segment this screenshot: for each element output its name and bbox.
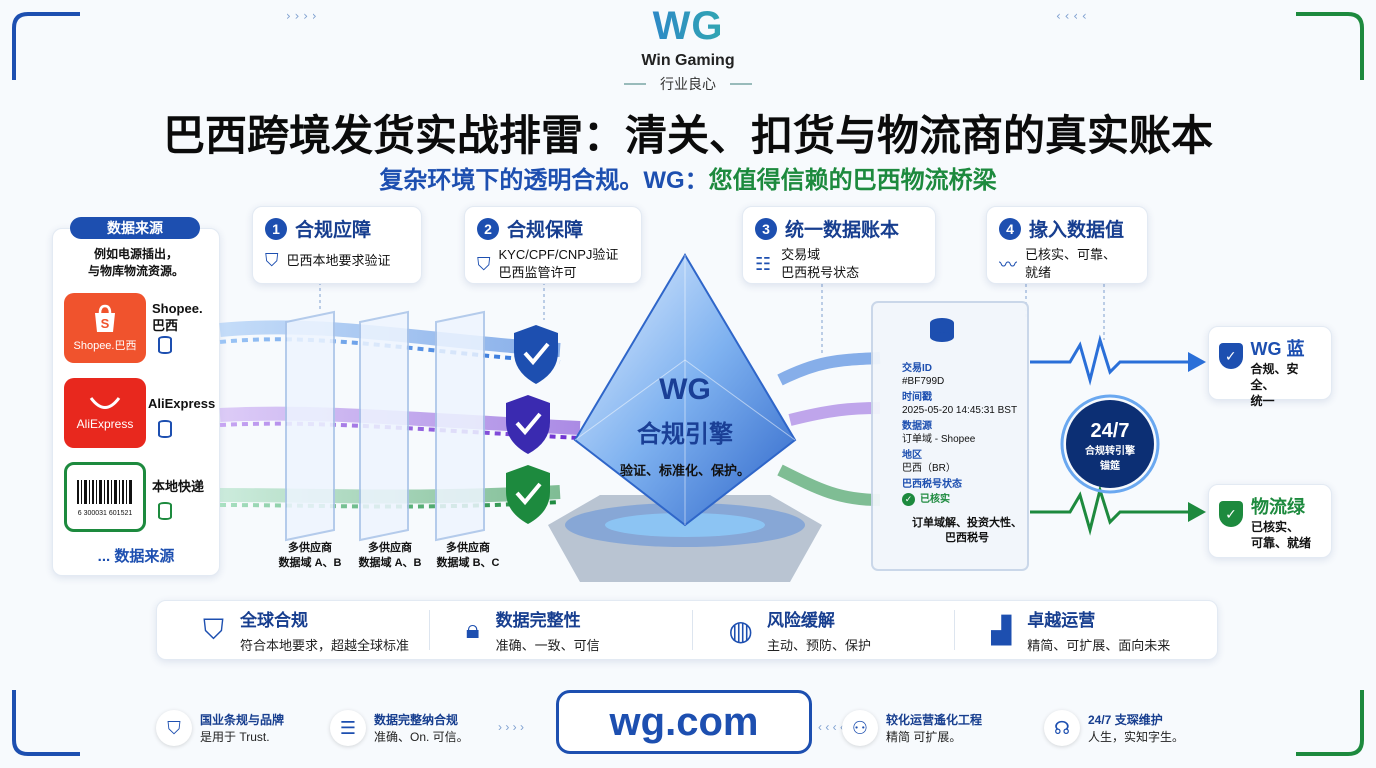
ledger-card: 交易ID #BF799D 时间戳 2025-05-20 14:45:31 BST… bbox=[902, 362, 1032, 546]
panel-label-1: 多供应商 数据域 A、B bbox=[278, 542, 342, 569]
network-icon: ⚇ bbox=[842, 710, 878, 746]
panel-label-3: 多供应商 数据域 B、C bbox=[436, 542, 500, 569]
ledger-footer: 订单域解、投资大性、 巴西税号 bbox=[912, 517, 1022, 544]
feature-data-integrity[interactable]: 🔒︎ 数据完整性准确、一致、可信 bbox=[430, 610, 693, 653]
lock-icon: 🔒︎ bbox=[465, 614, 480, 644]
sources-header: 数据来源 bbox=[70, 217, 200, 239]
svg-text:‹ ‹ ‹ ‹: ‹ ‹ ‹ ‹ bbox=[1056, 9, 1087, 23]
footer-item-integrity[interactable]: ☰ 数据完整纳合规准确、On. 可信。 bbox=[330, 710, 469, 746]
features-bar: ⛉ 全球合规符合本地要求，超越全球标准 🔒︎ 数据完整性准确、一致、可信 ◍ 风… bbox=[156, 600, 1218, 660]
ledger-field-key: 巴西税号状态 bbox=[902, 479, 962, 490]
page-subtitle: 复杂环境下的透明合规。WG：您值得信赖的巴西物流桥梁 bbox=[379, 167, 997, 194]
brand-block: WG Win Gaming 行业良心 bbox=[588, 6, 788, 94]
engine-logo: WG bbox=[659, 373, 711, 406]
ledger-status: 已核实 bbox=[920, 494, 950, 505]
engine-name: 合规引擎 bbox=[637, 421, 733, 448]
pulse-icon: 〰 bbox=[999, 255, 1017, 275]
shield-check-icon: ⛉ bbox=[203, 613, 225, 645]
footer-item-support[interactable]: ☊ 24/7 支琛维护人生，实知字生。 bbox=[1044, 710, 1184, 746]
brand-name: Win Gaming bbox=[641, 52, 735, 69]
chevrons-icon: ‹ ‹ ‹ ‹ bbox=[818, 720, 844, 734]
local-express-label: 本地快递 bbox=[152, 479, 205, 494]
database-icon bbox=[158, 420, 172, 438]
footer-item-operations[interactable]: ⚇ 较化运营遙化工程精简 可扩展。 bbox=[842, 710, 982, 746]
feature-risk-mitigation[interactable]: ◍ 风险缓解主动、预防、保护 bbox=[693, 610, 956, 653]
ledger-icon: ☷ bbox=[755, 253, 772, 274]
feature-global-compliance[interactable]: ⛉ 全球合规符合本地要求，超越全球标准 bbox=[157, 610, 430, 653]
ledger-field-key: 地区 bbox=[902, 450, 922, 461]
svg-text:› › › ›: › › › › bbox=[286, 9, 317, 23]
footer-item-trust[interactable]: ⛉ 国业条规与品牌是用于 Trust. bbox=[156, 710, 284, 746]
headset-icon: ☊ bbox=[1044, 710, 1080, 746]
feature-operations[interactable]: ▟ 卓越运营精简、可扩展、面向未来 bbox=[991, 611, 1171, 653]
ledger-field-value: 巴西（BR） bbox=[902, 463, 956, 474]
ledger-field-value: #BF799D bbox=[902, 376, 945, 387]
check-icon: ✓ bbox=[902, 493, 915, 506]
server-icon: ☰ bbox=[330, 710, 366, 746]
brand-logo: WG bbox=[588, 6, 788, 46]
engine-desc: 验证、标准化、保护。 bbox=[619, 463, 750, 478]
shield-check-icon: ⛉ bbox=[477, 253, 491, 274]
shield-check-icon: ⛉ bbox=[265, 250, 279, 270]
ledger-field-key: 交易ID bbox=[902, 363, 932, 374]
page-title: 巴西跨境发货实战排雷：清关、扣货与物流商的真实账本 bbox=[162, 112, 1213, 159]
output-card-green[interactable]: ✓ 物流绿已核实、 可靠、就绪 bbox=[1208, 484, 1332, 558]
barcode-logo[interactable]: 6 300031 601521 bbox=[64, 462, 146, 532]
ledger-field-key: 时间戳 bbox=[902, 392, 932, 403]
chevrons-icon: › › › › bbox=[498, 720, 524, 734]
shield-icon: ⛉ bbox=[156, 710, 192, 746]
svg-text:S: S bbox=[101, 316, 110, 331]
brand-tagline: 行业良心 bbox=[660, 76, 716, 92]
site-url-button[interactable]: wg.com bbox=[556, 690, 812, 754]
shield-check-icon: ✓ bbox=[1219, 343, 1243, 369]
database-icon bbox=[158, 502, 172, 520]
shopee-logo[interactable]: S Shopee.巴西 bbox=[64, 293, 146, 363]
uptime-badge: 24/7 合规转引擎 锚筵 bbox=[1085, 420, 1135, 472]
shopee-label: Shopee. 巴西 bbox=[152, 301, 203, 333]
ledger-field-key: 数据源 bbox=[902, 421, 932, 432]
panel-label-2: 多供应商 数据域 A、B bbox=[358, 542, 422, 569]
globe-icon: ◍ bbox=[728, 614, 753, 646]
database-icon bbox=[158, 336, 172, 354]
aliexpress-label: AliExpress bbox=[148, 396, 216, 411]
ledger-field-value: 订单域 - Shopee bbox=[902, 434, 976, 445]
sources-desc: 例如电源插出， 与物库物流资源。 bbox=[87, 247, 184, 278]
aliexpress-logo[interactable]: AliExpress bbox=[64, 378, 146, 448]
bar-chart-icon: ▟ bbox=[991, 614, 1012, 645]
ledger-field-value: 2025-05-20 14:45:31 BST bbox=[902, 405, 1018, 416]
output-card-blue[interactable]: ✓ WG 蓝合规、安全、 统一 bbox=[1208, 326, 1332, 408]
more-sources[interactable]: ... 数据来源 bbox=[97, 548, 175, 565]
shield-check-icon: ✓ bbox=[1219, 501, 1243, 527]
